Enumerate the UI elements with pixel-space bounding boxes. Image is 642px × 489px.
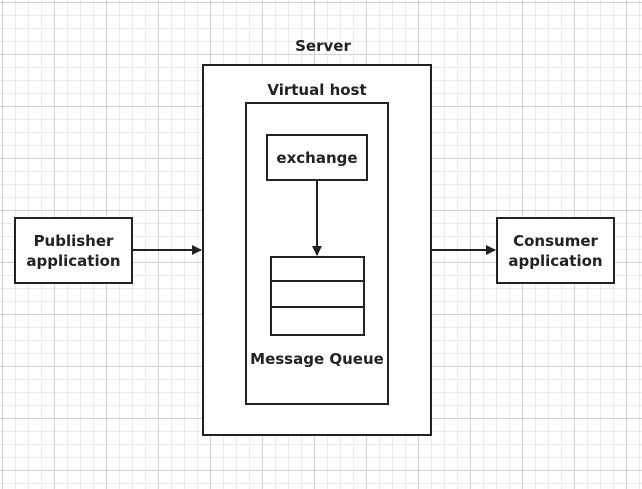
exchange-box: exchange [266,134,368,181]
message-queue-box [270,256,365,336]
virtual-host-label: Virtual host [267,81,367,99]
consumer-application-label: Consumer application [508,231,603,270]
message-queue-label: Message Queue [250,350,384,368]
consumer-application-box: Consumer application [496,217,615,284]
queue-slot [272,258,363,282]
server-label: Server [295,37,351,55]
publisher-application-label: Publisher application [26,231,121,270]
queue-slot [272,284,363,308]
publisher-application-box: Publisher application [14,217,133,284]
